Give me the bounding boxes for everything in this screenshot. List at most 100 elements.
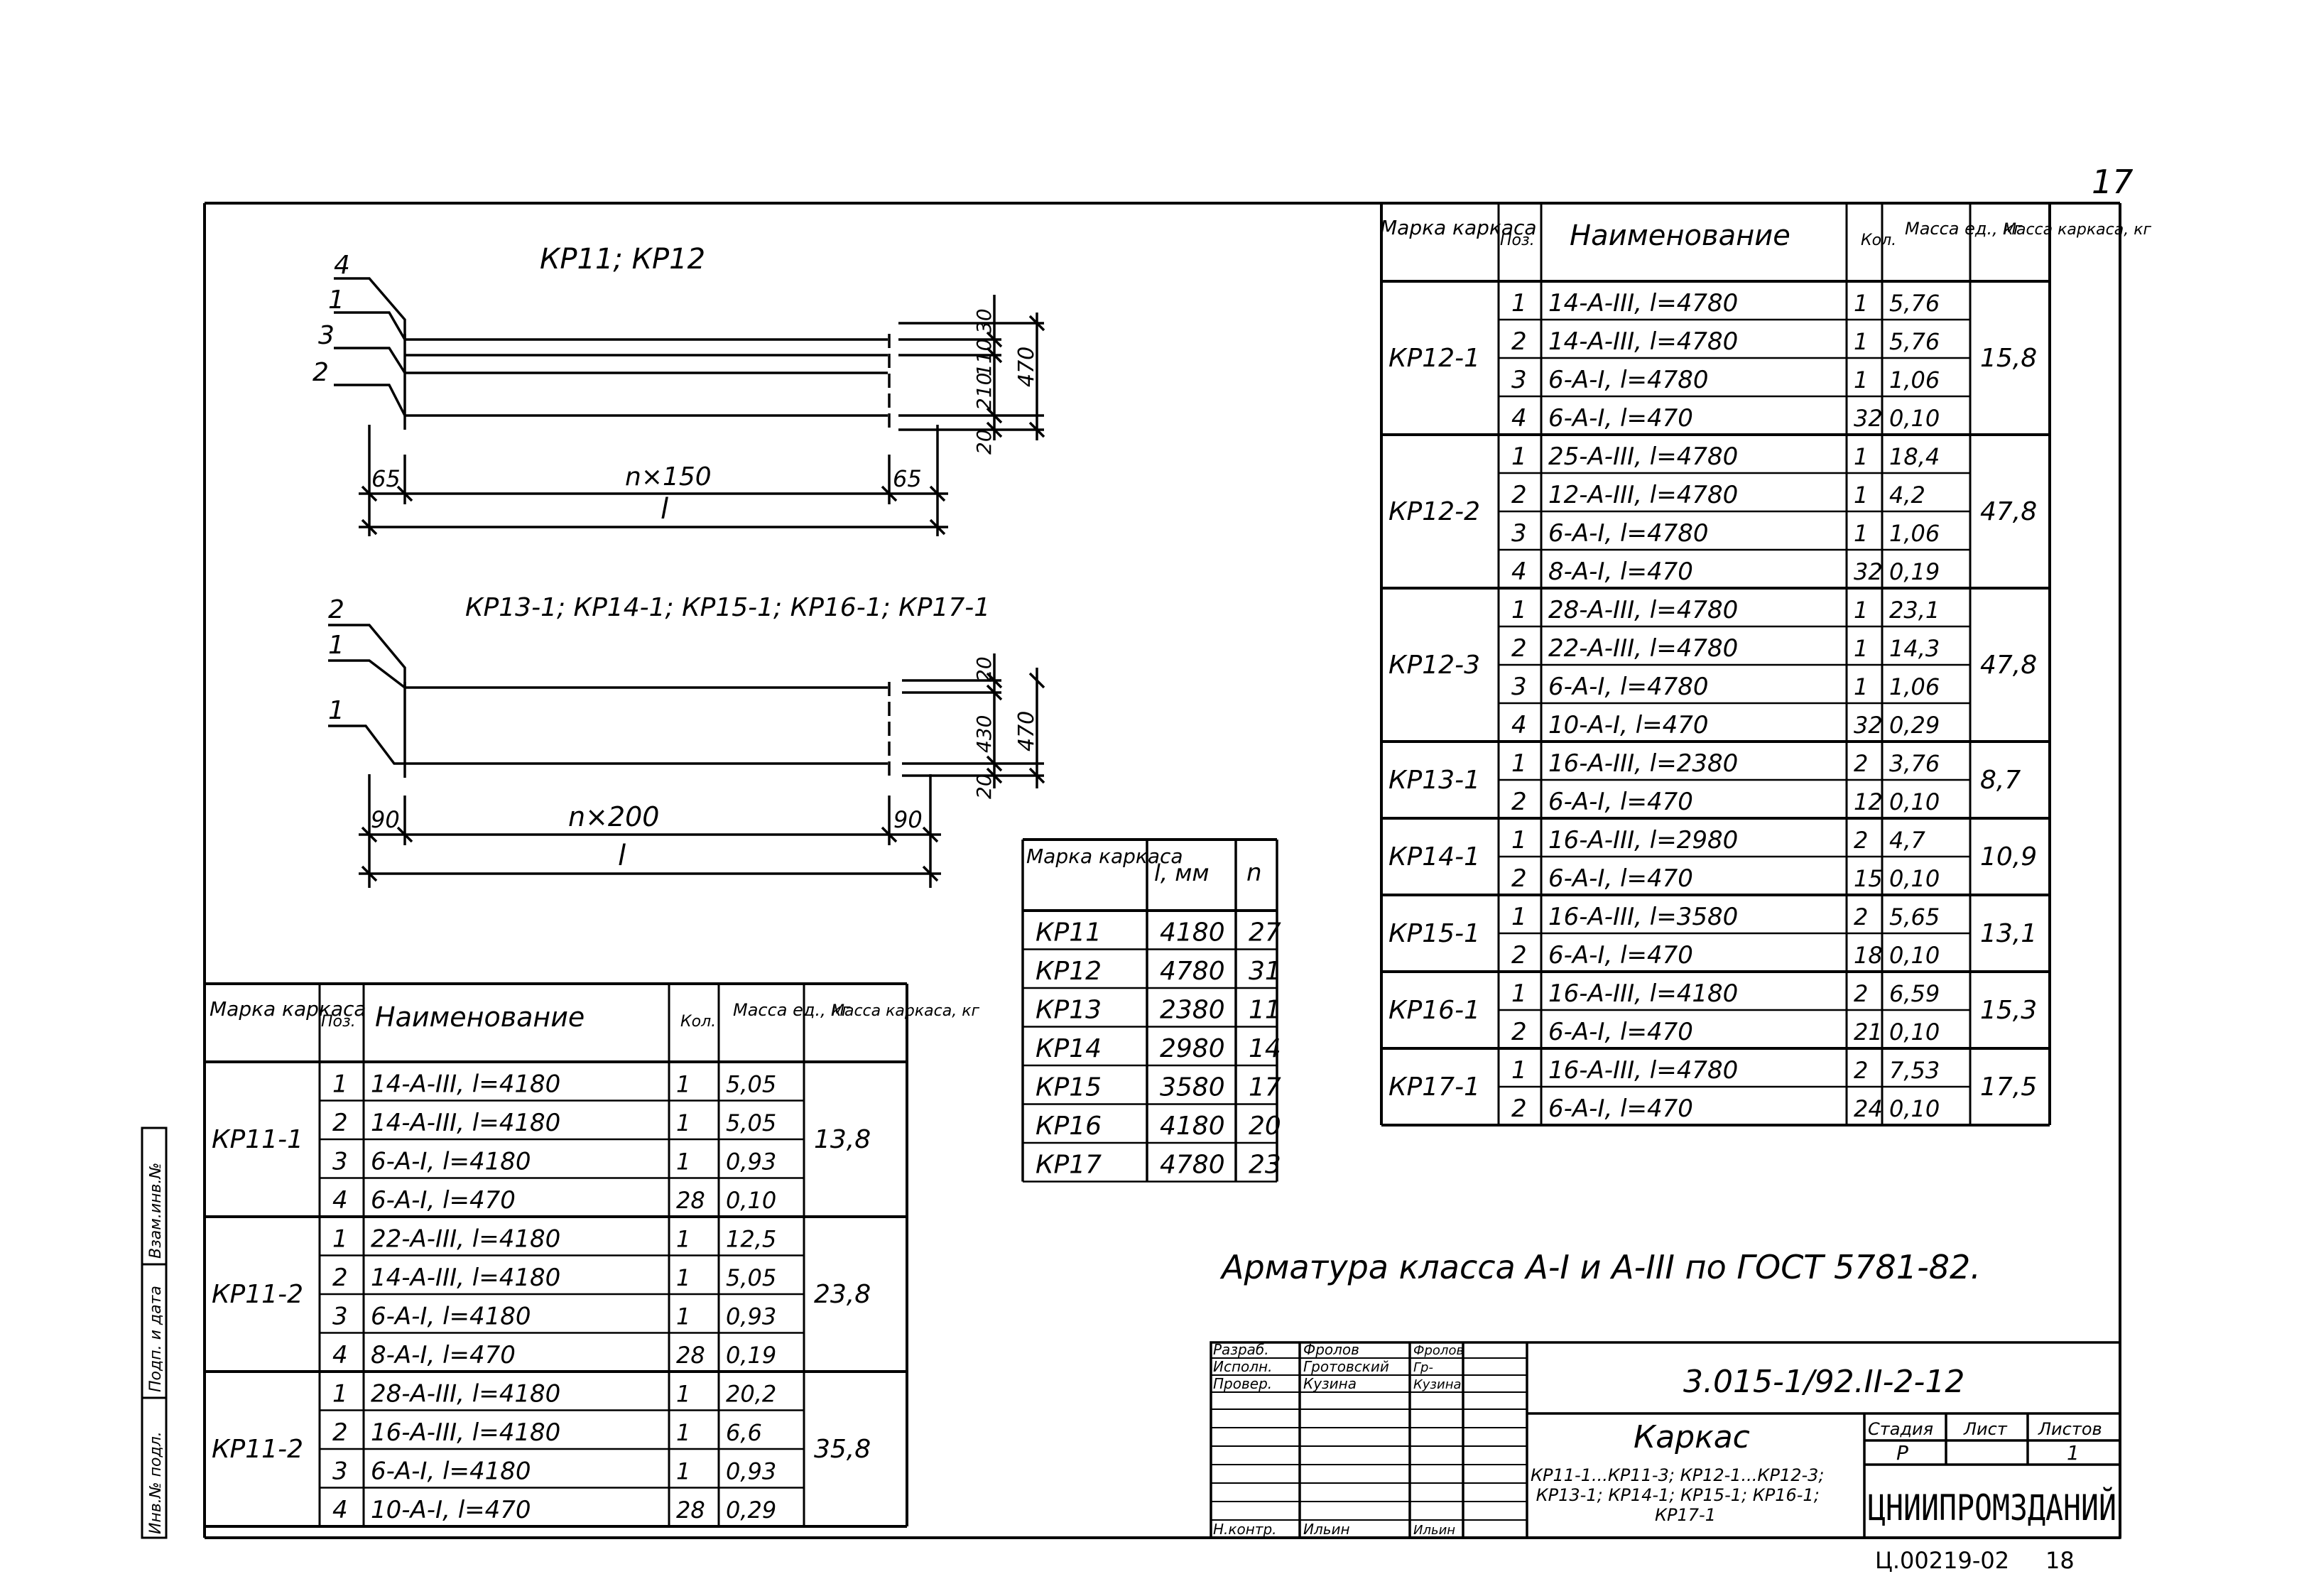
cell-unit: 7,53 xyxy=(1889,1057,1940,1084)
diagram2-dim-right: 90 xyxy=(893,806,923,833)
cell-name: 28-А-III, l=4780 xyxy=(1548,596,1738,624)
diagram1-dim-v-20: 20 xyxy=(972,429,996,455)
cell-qty: 12 xyxy=(1854,788,1883,815)
tb-doc-code: 3.015-1/92.II-2-12 xyxy=(1683,1364,1964,1400)
cell-name: 6-А-I, l=470 xyxy=(1548,941,1693,970)
cell-name: 8-А-I, l=470 xyxy=(1548,558,1693,586)
cell-name: 16-А-III, l=3580 xyxy=(1548,903,1738,931)
diagram2-dim-total: 470 xyxy=(1014,711,1039,751)
cell-pos: 1 xyxy=(1511,979,1527,1008)
cell-mass: 23,8 xyxy=(814,1280,871,1309)
cell-pos: 2 xyxy=(1511,481,1527,509)
cell-qty: 32 xyxy=(1854,558,1883,585)
cell-qty: 21 xyxy=(1854,1019,1883,1046)
small-cell: 3580 xyxy=(1160,1073,1225,1102)
cell-mark: КР13-1 xyxy=(1388,766,1480,795)
cell-unit: 5,05 xyxy=(726,1071,776,1098)
cell-pos: 3 xyxy=(1511,519,1527,548)
tb-role-1: Разраб. xyxy=(1213,1341,1269,1358)
small-cell: 14 xyxy=(1249,1034,1281,1063)
small-cell: 2980 xyxy=(1160,1034,1225,1063)
diagram2-dim-length: l xyxy=(618,840,626,872)
cell-mark: КР11-2 xyxy=(212,1435,303,1464)
tb-sheet-label: Лист xyxy=(1963,1419,2008,1439)
tb-name-sub-line: КР11-1...КР11-3; КР12-1...КР12-3; xyxy=(1531,1465,1825,1485)
table-right-header: Марка каркаса Поз. Наименование Кол. Мас… xyxy=(1380,216,2151,252)
cell-name: 6-А-I, l=470 xyxy=(371,1186,516,1215)
cell-mark: КР14-1 xyxy=(1388,842,1480,872)
diagram2-dim-left: 90 xyxy=(371,806,400,833)
th-mark: Марка каркаса xyxy=(1380,216,1537,239)
cell-unit: 0,10 xyxy=(1889,942,1940,969)
cell-qty: 1 xyxy=(1854,673,1868,700)
cell-pos: 3 xyxy=(1511,673,1527,701)
cell-name: 10-А-I, l=470 xyxy=(1548,711,1709,739)
cell-name: 14-А-III, l=4180 xyxy=(371,1264,560,1292)
diagram1-dim-left: 65 xyxy=(371,465,401,492)
small-cell: КР13 xyxy=(1036,996,1102,1025)
footer-page: 18 xyxy=(2045,1547,2075,1574)
side-stamp-replace: Взам.инв.№ xyxy=(147,1163,165,1259)
cell-pos: 1 xyxy=(1511,289,1527,317)
cell-pos: 3 xyxy=(332,1303,348,1331)
diagram2-dim-v-20a: 20 xyxy=(972,656,996,682)
tb-sign-1: Фролов xyxy=(1413,1343,1464,1358)
cell-qty: 32 xyxy=(1854,405,1883,432)
th-qty: Кол. xyxy=(680,1013,716,1031)
small-th-mark: Марка каркаса xyxy=(1026,845,1183,868)
cell-unit: 14,3 xyxy=(1889,635,1940,662)
cell-unit: 3,76 xyxy=(1889,750,1940,777)
tb-name-2: Гротовский xyxy=(1303,1358,1389,1375)
cell-pos: 3 xyxy=(332,1457,348,1486)
cell-pos: 1 xyxy=(1511,443,1527,471)
cell-pos: 2 xyxy=(1511,327,1527,356)
sheet-number: 17 xyxy=(2092,163,2134,201)
cell-qty: 1 xyxy=(1854,290,1868,317)
cell-unit: 1,06 xyxy=(1889,673,1940,700)
tb-name-4: Ильин xyxy=(1303,1521,1350,1538)
diagram2-dim-v-20b: 20 xyxy=(972,773,996,799)
cell-name: 16-А-III, l=2380 xyxy=(1548,749,1738,778)
spec-table-kr12-kr17: Марка каркаса Поз. Наименование Кол. Мас… xyxy=(1380,202,2151,1127)
cell-pos: 4 xyxy=(332,1341,348,1369)
cell-pos: 1 xyxy=(332,1380,348,1408)
cell-unit: 0,10 xyxy=(726,1187,776,1214)
cell-pos: 1 xyxy=(1511,1056,1527,1085)
cell-name: 6-А-I, l=470 xyxy=(1548,864,1693,893)
th-pos: Поз. xyxy=(321,1013,356,1031)
cell-qty: 1 xyxy=(676,1458,690,1485)
cell-qty: 2 xyxy=(1854,1057,1868,1084)
th-name: Наименование xyxy=(1570,219,1790,252)
cell-unit: 23,1 xyxy=(1889,597,1940,624)
cell-mass: 13,1 xyxy=(1980,919,2037,948)
cell-pos: 2 xyxy=(332,1109,348,1137)
cell-name: 14-А-III, l=4780 xyxy=(1548,289,1738,317)
cell-unit: 0,93 xyxy=(726,1458,776,1485)
th-name: Наименование xyxy=(375,1001,585,1033)
cell-qty: 1 xyxy=(1854,443,1868,470)
side-stamp-inv: Инв.№ подл. xyxy=(147,1431,165,1534)
small-th-n: n xyxy=(1246,859,1262,887)
cell-unit: 18,4 xyxy=(1889,443,1940,470)
cell-unit: 0,29 xyxy=(726,1497,776,1524)
cell-qty: 1 xyxy=(676,1381,690,1408)
diagram1-bar-4: 4 xyxy=(334,251,350,280)
cell-qty: 1 xyxy=(1854,635,1868,662)
cell-qty: 1 xyxy=(676,1226,690,1253)
tb-sign-3: Кузина xyxy=(1413,1377,1462,1392)
cell-qty: 1 xyxy=(1854,328,1868,355)
tb-name-main: Каркас xyxy=(1634,1419,1750,1455)
cell-pos: 3 xyxy=(332,1148,348,1176)
cell-unit: 0,10 xyxy=(1889,788,1940,815)
cell-name: 6-А-I, l=470 xyxy=(1548,1018,1693,1046)
cell-mass: 17,5 xyxy=(1980,1073,2037,1102)
cell-mass: 47,8 xyxy=(1980,651,2037,680)
small-cell: 31 xyxy=(1249,957,1281,986)
cell-qty: 1 xyxy=(676,1419,690,1446)
diagram2-dim-v-430: 430 xyxy=(972,715,996,753)
diagram2-bar-1b: 1 xyxy=(328,696,344,725)
tb-role-3: Провер. xyxy=(1213,1375,1272,1392)
cell-pos: 4 xyxy=(1511,711,1527,739)
cell-mark: КР11-1 xyxy=(212,1125,303,1154)
